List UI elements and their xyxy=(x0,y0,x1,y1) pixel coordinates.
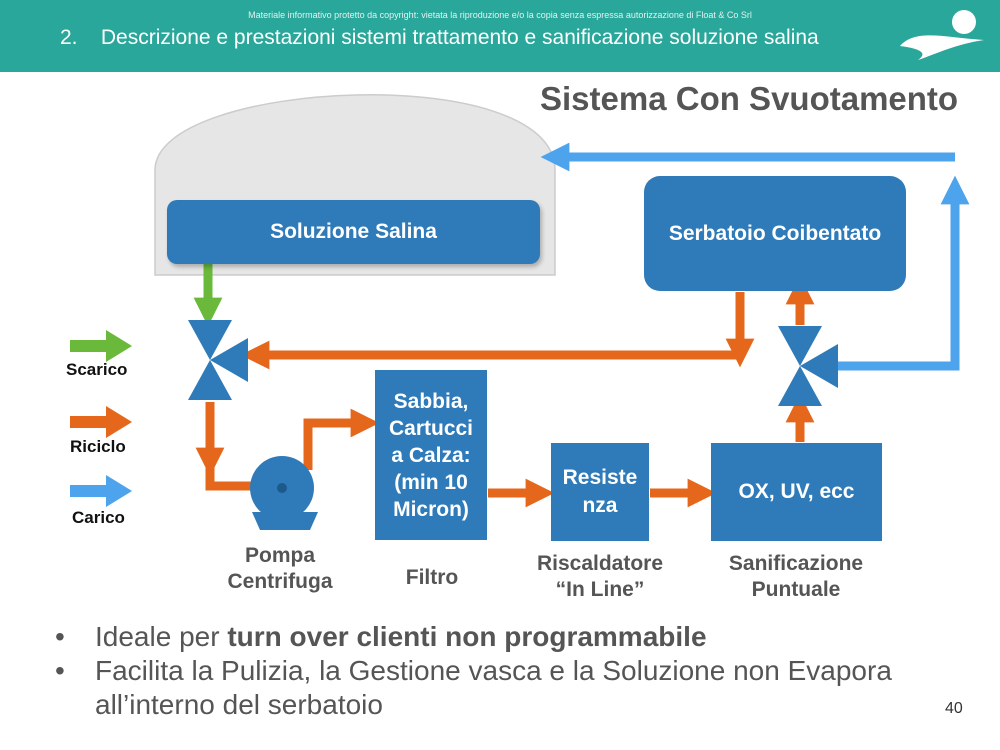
section-number: 2. xyxy=(60,26,78,49)
bullet-2-text: Facilita la Pulizia, la Gestione vasca e… xyxy=(95,655,892,720)
carico-flow-line xyxy=(838,175,970,371)
legend-riciclo-arrow-icon xyxy=(70,406,132,438)
riciclo-pump-to-filter xyxy=(303,408,380,470)
bullet-1-prefix: Ideale per xyxy=(95,621,228,652)
brand-logo-icon xyxy=(900,10,984,60)
bullet-1-bold: turn over clienti non programmabile xyxy=(227,621,707,652)
legend-carico-label: Carico xyxy=(72,508,125,527)
pompa-label: Pompa Centrifuga xyxy=(227,544,333,593)
legend-scarico-arrow-icon xyxy=(70,330,132,362)
bullet-dot-icon: • xyxy=(55,655,65,686)
section-title: 2. Descrizione e prestazioni sistemi tra… xyxy=(60,26,819,50)
serbatoio-coibentato-box: Serbatoio Coibentato xyxy=(644,176,906,291)
three-way-valve-left xyxy=(188,320,248,400)
filtro-label: Filtro xyxy=(405,566,459,589)
bullet-item: • Facilita la Pulizia, la Gestione vasca… xyxy=(55,654,955,722)
legend-riciclo-label: Riciclo xyxy=(70,437,126,456)
pump-icon xyxy=(250,456,318,530)
three-way-valve-right xyxy=(778,326,838,406)
bullet-list: • Ideale per turn over clienti non progr… xyxy=(55,620,955,722)
diagram-title: Sistema Con Svuotamento xyxy=(540,80,959,117)
soluzione-salina-box: Soluzione Salina xyxy=(167,200,540,264)
ox-uv-box: OX, UV, ecc xyxy=(711,443,882,541)
resistenza-box: Resiste nza xyxy=(551,443,649,541)
bullet-dot-icon: • xyxy=(55,621,65,652)
page-number: 40 xyxy=(945,700,963,717)
header-bar: Materiale informativo protetto da copyri… xyxy=(0,0,1000,72)
sanificazione-label: Sanificazione Puntuale xyxy=(728,552,864,601)
filtro-box: Sabbia, Cartucci a Calza: (min 10 Micron… xyxy=(375,370,487,540)
legend-scarico-label: Scarico xyxy=(66,360,128,379)
bullet-item: • Ideale per turn over clienti non progr… xyxy=(55,620,955,654)
legend-carico-arrow-icon xyxy=(70,475,132,507)
riscaldatore-label: Riscaldatore “In Line” xyxy=(536,552,664,601)
section-title-text: Descrizione e prestazioni sistemi tratta… xyxy=(100,26,819,49)
copyright-notice: Materiale informativo protetto da copyri… xyxy=(248,10,752,20)
